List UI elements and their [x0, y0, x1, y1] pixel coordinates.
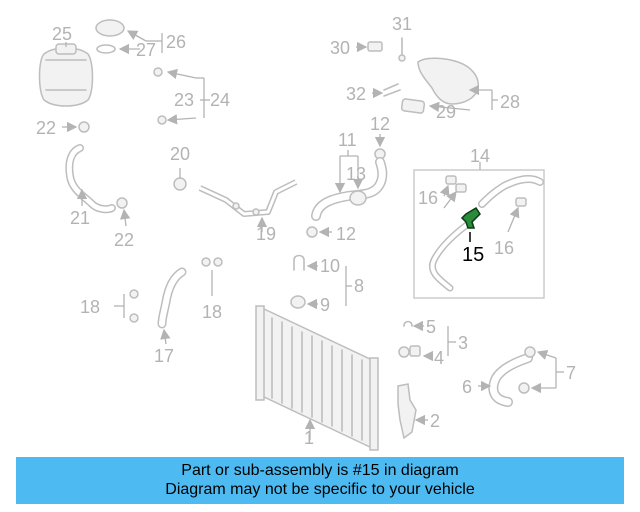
clamp-part-18b[interactable]	[114, 289, 139, 323]
label-1: 1	[304, 428, 314, 448]
hose-part-21[interactable]	[65, 144, 116, 214]
highlighted-part-15[interactable]	[460, 206, 481, 242]
label-27: 27	[136, 40, 156, 60]
label-14: 14	[470, 146, 490, 166]
label-7: 7	[566, 363, 576, 383]
label-8: 8	[354, 276, 364, 296]
radiator-part-1[interactable]	[255, 305, 379, 451]
hose-part-10[interactable]	[293, 254, 352, 307]
plug-part-20[interactable]	[173, 168, 187, 191]
label-5: 5	[426, 317, 436, 337]
cap-part[interactable]	[95, 19, 163, 55]
hose-part-16[interactable]	[429, 175, 544, 292]
bracket-part-2[interactable]	[397, 383, 428, 440]
label-4: 4	[434, 348, 444, 368]
clamp-part-5[interactable]	[403, 320, 456, 357]
gasket-part-32[interactable]	[372, 83, 401, 99]
assembly-box-14	[413, 162, 545, 299]
label-30: 30	[330, 38, 350, 58]
label-6: 6	[462, 377, 472, 397]
label-22-top: 22	[36, 118, 56, 138]
label-16-bottom: 16	[494, 238, 514, 258]
label-3: 3	[458, 333, 468, 353]
pipe-part-19[interactable]	[198, 179, 298, 232]
label-19: 19	[256, 224, 276, 244]
label-18-left: 18	[80, 297, 100, 317]
label-28: 28	[500, 92, 520, 112]
label-32: 32	[346, 84, 366, 104]
label-11: 11	[338, 130, 357, 150]
label-31: 31	[392, 14, 412, 34]
clamp-part-12b[interactable]	[306, 226, 332, 238]
hose-part-11[interactable]	[311, 150, 388, 221]
label-17: 17	[154, 346, 174, 366]
label-23: 23	[174, 90, 194, 110]
label-24: 24	[210, 90, 230, 110]
banner-line-disclaimer: Diagram may not be specific to your vehi…	[165, 481, 475, 498]
clamp-part-9[interactable]	[290, 295, 318, 310]
label-29: 29	[436, 102, 456, 122]
label-21: 21	[70, 208, 90, 228]
sensor-part-30[interactable]	[356, 37, 406, 62]
expansion-tank-part[interactable]	[38, 42, 94, 107]
clamp-part-12a[interactable]	[374, 134, 386, 160]
label-20: 20	[170, 144, 190, 164]
flange-part-28[interactable]	[400, 57, 498, 114]
label-26: 26	[166, 32, 186, 52]
parts-diagram: 25 26 27 31 30 24 23 28 32 29 22 12 11 2…	[36, 14, 576, 451]
hose-part-6[interactable]	[478, 346, 564, 407]
label-9: 9	[320, 295, 330, 315]
label-12-top: 12	[370, 114, 390, 134]
clamp-part-18a[interactable]	[201, 257, 223, 296]
clamp-part-22a[interactable]	[62, 121, 90, 133]
banner-line-part-info: Part or sub-assembly is #15 in diagram	[181, 462, 459, 479]
hose-part-17[interactable]	[157, 267, 187, 345]
label-10: 10	[320, 256, 340, 276]
info-banner: Part or sub-assembly is #15 in diagram D…	[16, 457, 624, 504]
clamp-part-22b[interactable]	[116, 197, 131, 227]
label-25: 25	[52, 24, 72, 44]
hose-part-23[interactable]	[137, 67, 210, 125]
label-16-top: 16	[418, 188, 438, 208]
plug-part-4[interactable]	[398, 345, 434, 362]
label-13: 13	[346, 164, 366, 184]
label-22-bottom: 22	[114, 230, 134, 250]
label-2: 2	[430, 411, 440, 431]
label-15-highlighted: 15	[462, 244, 484, 266]
label-18-right: 18	[202, 302, 222, 322]
label-12-bottom: 12	[336, 224, 356, 244]
